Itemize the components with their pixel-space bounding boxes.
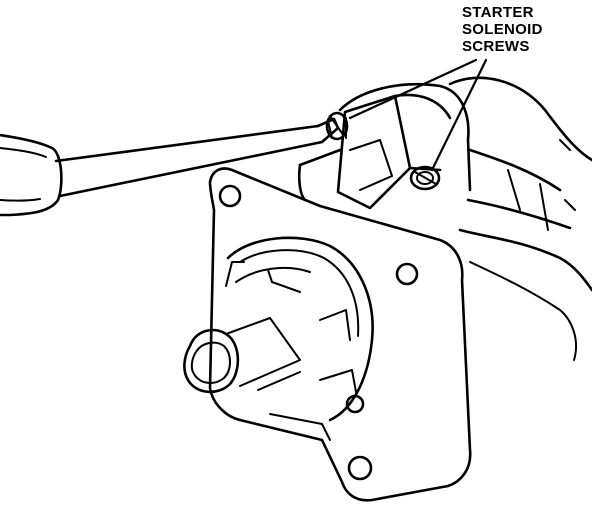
solenoid-screw-lower: [409, 165, 441, 191]
drive-housing: [183, 236, 374, 441]
screwdriver-handle: [0, 133, 63, 217]
solenoid-screw-upper: [325, 111, 349, 141]
callout-line-2: SOLENOID: [462, 21, 543, 38]
screwdriver-shaft: [54, 117, 340, 198]
hand: [448, 76, 592, 361]
callout-leader-lines: [348, 58, 488, 172]
callout-line-3: SCREWS: [462, 38, 530, 55]
starter-solenoid-screws-label: STARTER SOLENOID SCREWS: [462, 4, 543, 55]
callout-line-1: STARTER: [462, 4, 534, 21]
starter-mounting-flange: [208, 167, 472, 502]
